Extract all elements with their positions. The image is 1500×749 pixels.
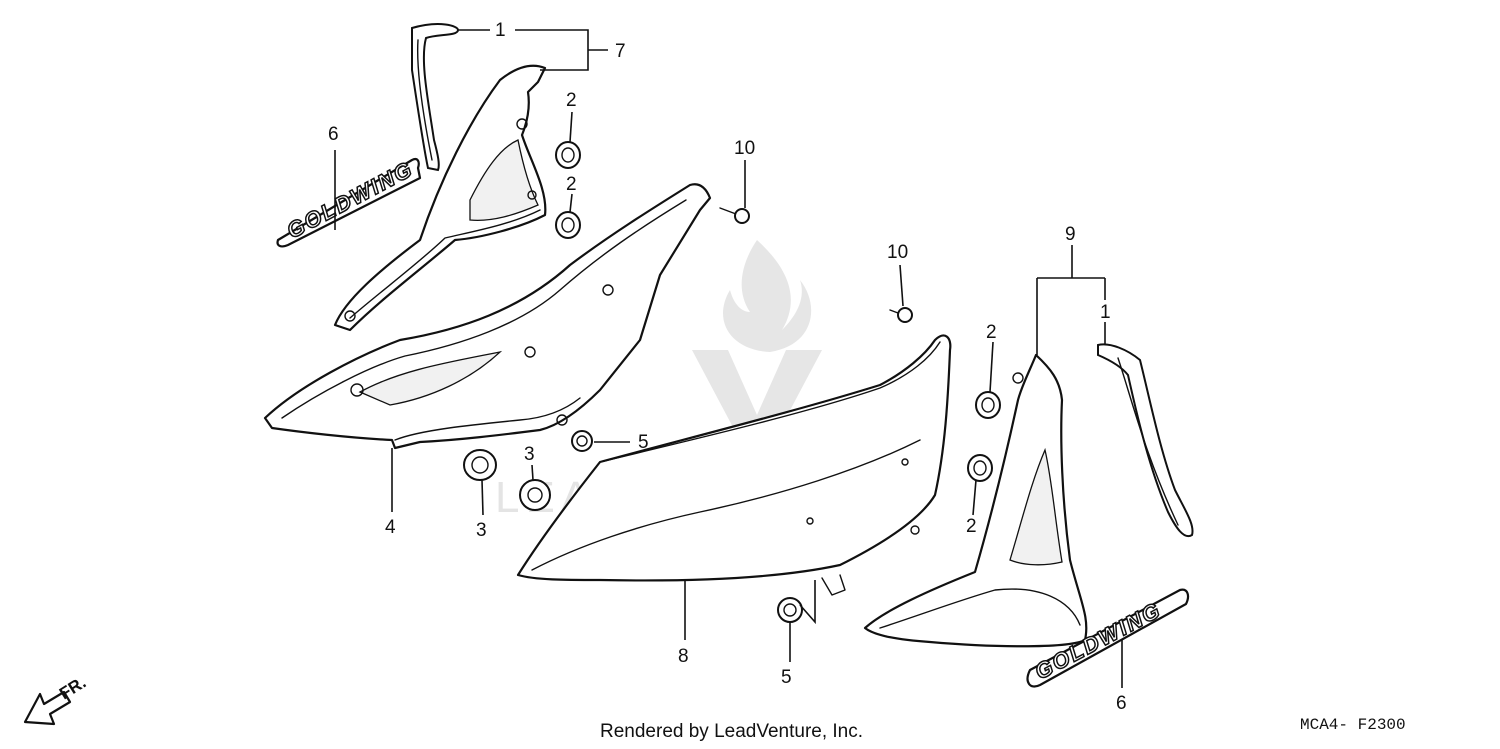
watermark-flame-icon (723, 240, 812, 352)
front-arrow-icon (23, 690, 72, 726)
grommet-5a (571, 430, 593, 452)
callout-8: 8 (678, 646, 689, 667)
callout-2-d: 2 (966, 516, 977, 537)
callout-5-b: 5 (781, 667, 792, 688)
rubber-strip-upper-left (411, 23, 460, 172)
grommet-3a (463, 449, 497, 481)
callout-9: 9 (1065, 224, 1076, 245)
inner-panel-right (863, 353, 1088, 648)
callout-3-a: 3 (476, 520, 487, 541)
callout-7: 7 (615, 41, 626, 62)
callout-1-right: 1 (1100, 302, 1111, 323)
front-direction-indicator: FR. (23, 673, 89, 726)
grommet-2b (555, 211, 581, 239)
callout-2-a: 2 (566, 90, 577, 111)
grommet-2c (975, 391, 1001, 419)
callout-4: 4 (385, 517, 396, 538)
callout-2-b: 2 (566, 174, 577, 195)
emblem-left-text: GOLDWING (283, 156, 418, 244)
callout-6-right: 6 (1116, 693, 1127, 714)
grommet-5b (777, 597, 803, 623)
grommet-2a (555, 141, 581, 169)
screw-10b (889, 307, 913, 323)
side-cover-center (516, 334, 952, 596)
screw-10a (719, 207, 750, 224)
inner-panel-left (333, 64, 547, 332)
callout-1-upper: 1 (495, 20, 506, 41)
rubber-strip-right (1097, 343, 1194, 538)
grommet-2d (967, 454, 993, 482)
footer-credit: Rendered by LeadVenture, Inc. (600, 721, 863, 742)
callout-3-b: 3 (524, 444, 535, 465)
callout-10-a: 10 (734, 138, 755, 159)
emblem-left: GOLDWING (276, 155, 422, 248)
leader-lines (334, 29, 1123, 688)
callout-2-c: 2 (986, 322, 997, 343)
callout-10-b: 10 (887, 242, 908, 263)
diagram-code: MCA4- F2300 (1300, 716, 1406, 734)
grommet-3b (519, 479, 551, 511)
callout-5-a: 5 (638, 432, 649, 453)
side-cover-left (263, 183, 712, 450)
watermark-v-icon (692, 350, 822, 448)
callout-6-left: 6 (328, 124, 339, 145)
